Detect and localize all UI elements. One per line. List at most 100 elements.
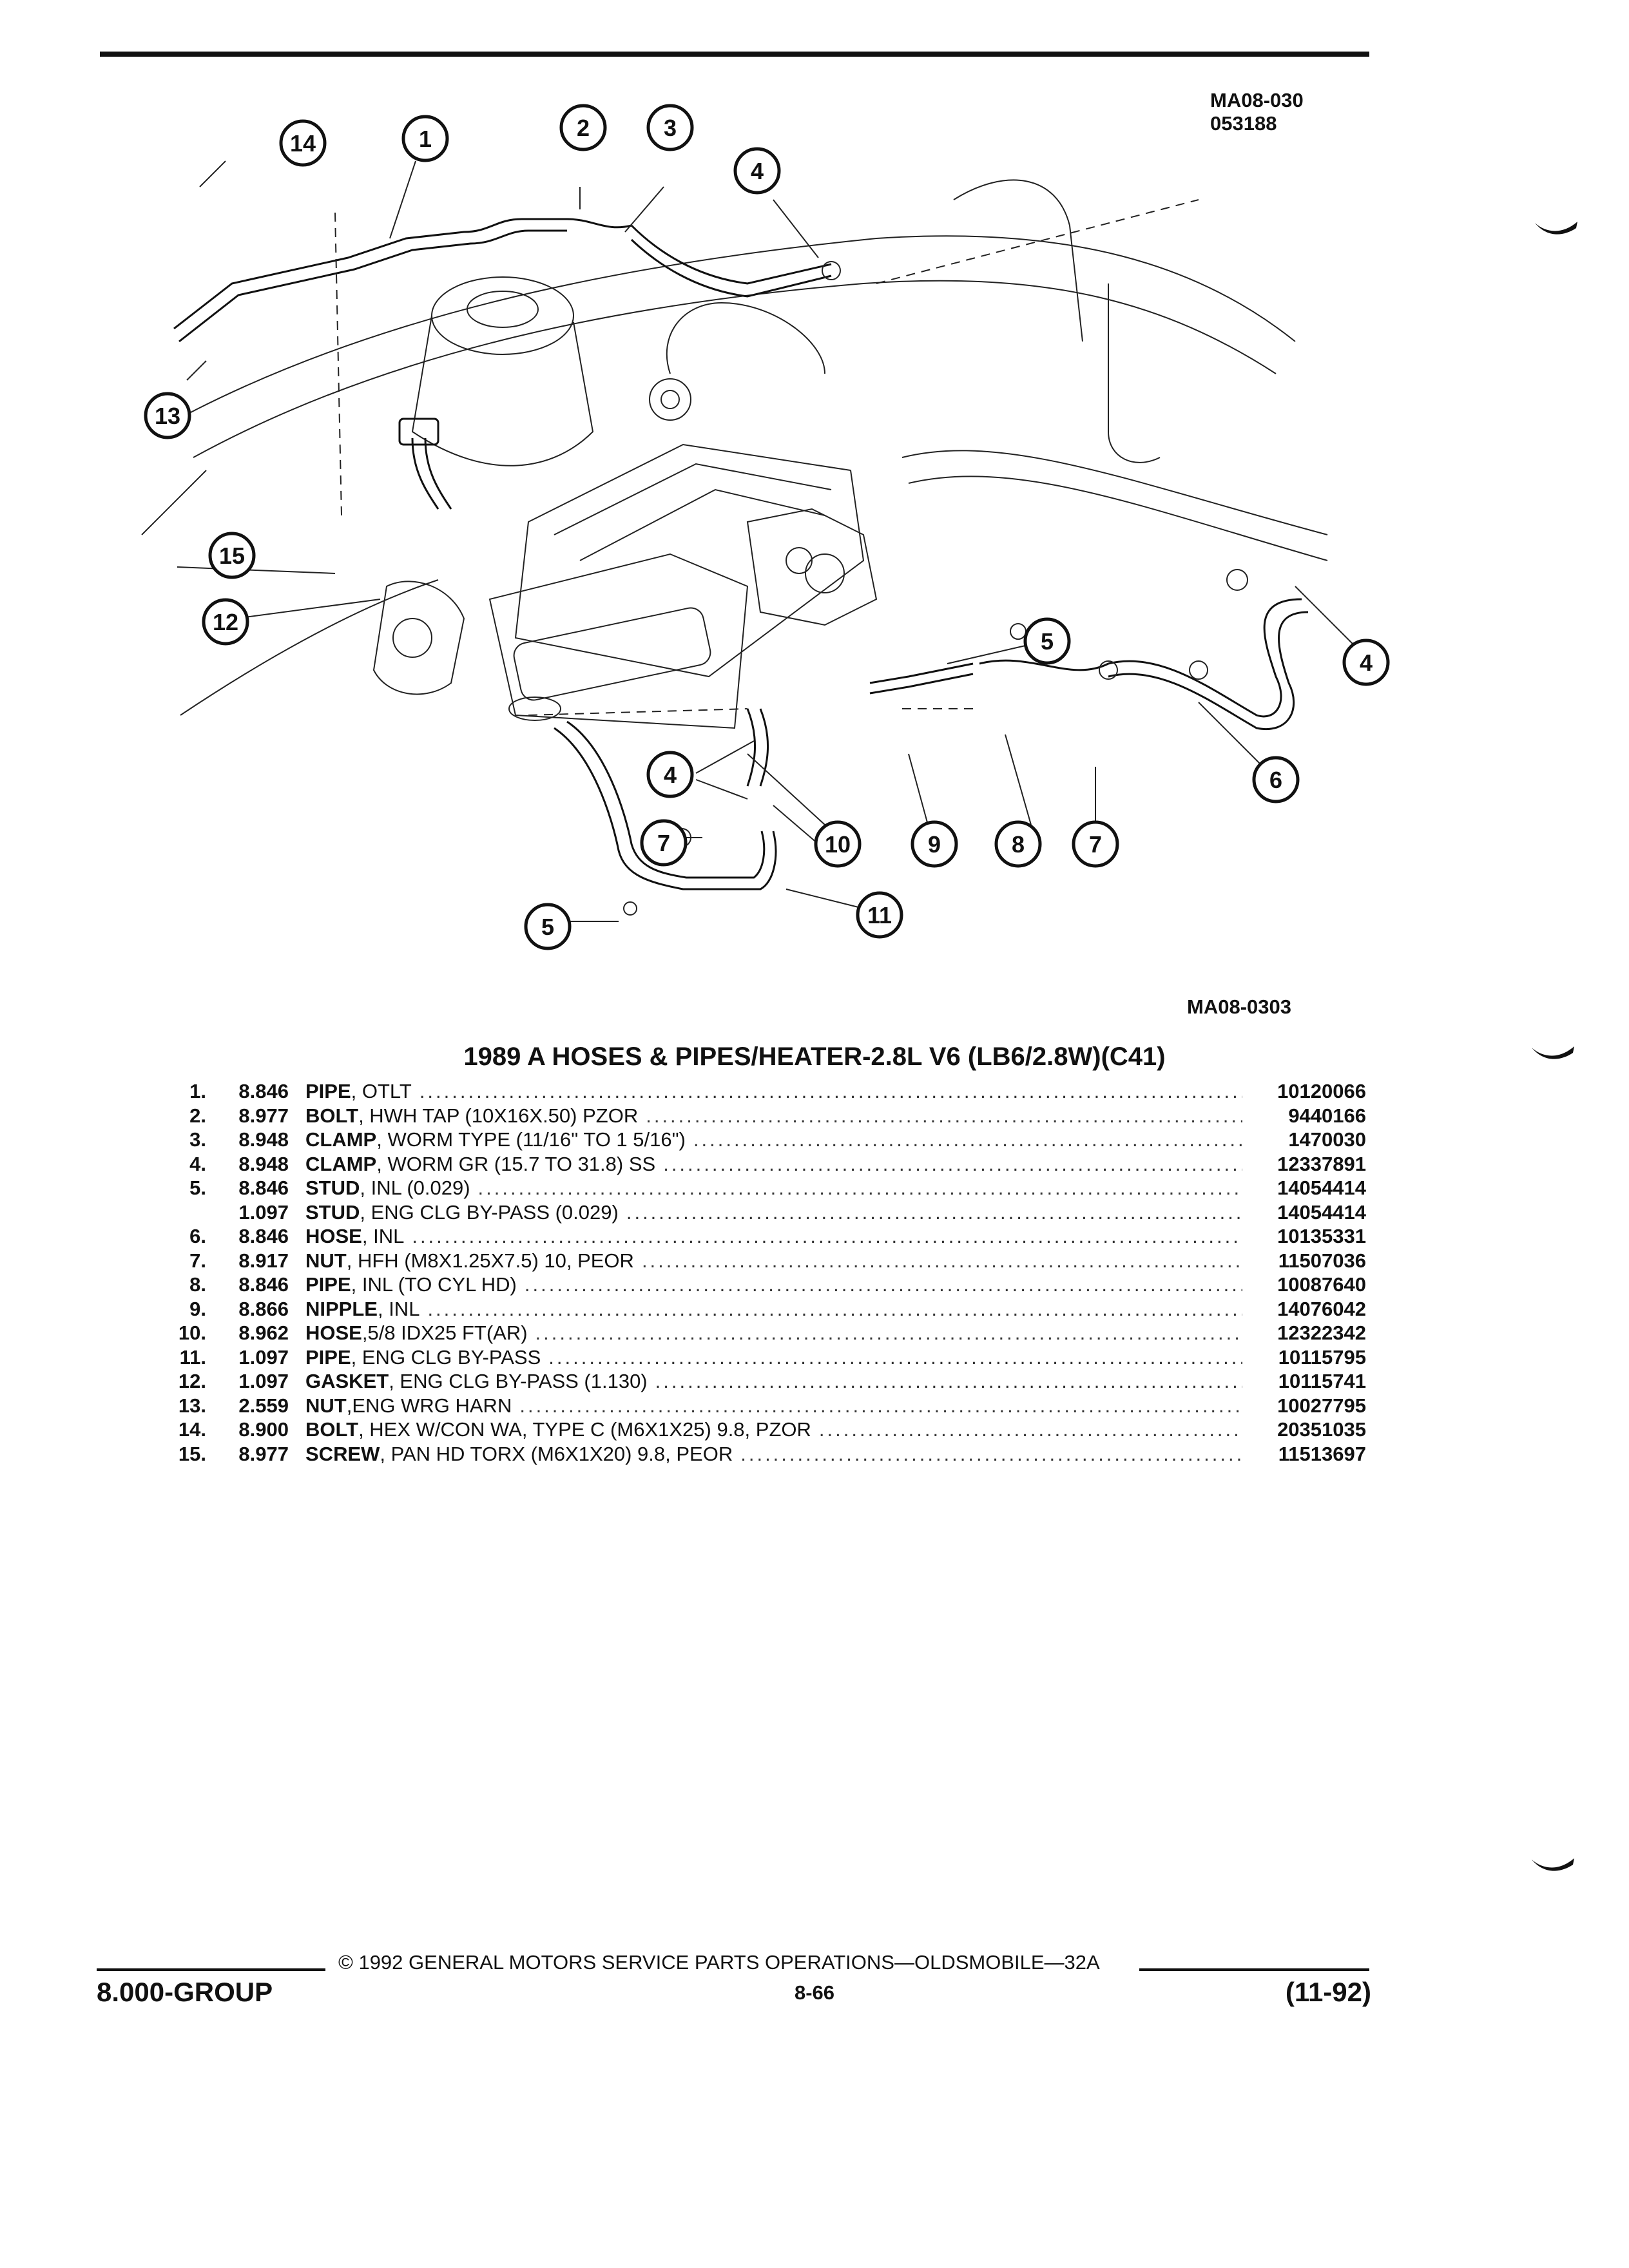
part-description: CLAMP, WORM GR (15.7 TO 31.8) SS........… — [305, 1152, 1250, 1176]
callout-layer: 14 1 2 3 4 13 15 12 5 4 6 4 7 10 9 8 7 1… — [144, 104, 1390, 950]
part-group-code: 8.866 — [238, 1297, 289, 1320]
part-noun: NUT — [305, 1249, 347, 1272]
part-number: 10115741 — [1278, 1370, 1366, 1392]
part-index: 11. — [179, 1345, 206, 1369]
part-group-code: 8.846 — [238, 1080, 289, 1102]
part-index: 14. — [178, 1418, 206, 1441]
part-noun: BOLT — [305, 1104, 359, 1127]
part-detail: , HEX W/CON WA, TYPE C (M6X1X25) 9.8, PZ… — [358, 1418, 811, 1441]
part-description: PIPE, OTLT..............................… — [305, 1079, 1250, 1103]
part-detail: , WORM GR (15.7 TO 31.8) SS — [376, 1152, 656, 1175]
dot-leader: ........................................… — [427, 1297, 1242, 1320]
callout-14-label: 14 — [290, 130, 316, 157]
callout-5-bottom-label: 5 — [541, 914, 554, 940]
part-description: PIPE, ENG CLG BY-PASS...................… — [305, 1345, 1250, 1369]
callout-6: 6 — [1252, 756, 1300, 803]
dot-leader: ........................................… — [626, 1200, 1242, 1224]
part-noun: SCREW — [305, 1442, 380, 1465]
callout-1-label: 1 — [419, 126, 432, 152]
part-noun: CLAMP — [305, 1152, 377, 1175]
figure-code-bottom: MA08-0303 — [1187, 995, 1291, 1018]
dot-leader: ........................................… — [412, 1225, 1242, 1247]
part-detail: , INL (TO CYL HD) — [351, 1273, 517, 1296]
part-noun: NUT — [305, 1394, 347, 1417]
page-title: 1989 A HOSES & PIPES/HEATER-2.8L V6 (LB6… — [463, 1043, 1166, 1071]
part-group-code: 8.977 — [238, 1104, 289, 1127]
footer-rule-right — [1139, 1968, 1369, 1971]
callout-5-mid-label: 5 — [1041, 628, 1054, 655]
callout-7-right: 7 — [1072, 820, 1119, 868]
engine-block — [372, 443, 878, 729]
figure-code-line-2: 053188 — [1210, 112, 1277, 135]
callout-4-right: 4 — [1342, 639, 1390, 686]
footer-date: (11-92) — [1285, 1977, 1371, 2007]
callout-7-mid-label: 7 — [657, 830, 670, 856]
dot-leader: ........................................… — [477, 1177, 1242, 1199]
part-noun: PIPE — [305, 1080, 351, 1102]
part-number: 14054414 — [1277, 1177, 1366, 1199]
callout-3-label: 3 — [664, 115, 677, 141]
dot-leader: ........................................… — [693, 1128, 1242, 1151]
part-group-code: 8.846 — [238, 1225, 289, 1247]
callout-10: 10 — [814, 820, 862, 868]
part-detail: ,ENG WRG HARN — [346, 1394, 512, 1417]
callout-11-label: 11 — [867, 902, 892, 928]
callout-8-label: 8 — [1012, 831, 1025, 858]
footer-group: 8.000-GROUP — [97, 1977, 273, 2007]
part-detail: , ENG CLG BY-PASS (0.029) — [360, 1200, 619, 1224]
dot-leader: ........................................… — [419, 1080, 1242, 1102]
part-description: STUD, INL (0.029).......................… — [305, 1176, 1250, 1200]
part-number: 12322342 — [1277, 1321, 1366, 1344]
figure-code-line-1: MA08-030 — [1210, 89, 1304, 111]
callout-15: 15 — [208, 532, 256, 579]
part-noun: HOSE — [305, 1321, 362, 1344]
part-group-code: 8.846 — [238, 1177, 289, 1199]
part-noun: HOSE — [305, 1225, 362, 1247]
callout-2-label: 2 — [577, 115, 590, 141]
part-number: 1470030 — [1288, 1128, 1366, 1151]
exploded-parts-diagram — [141, 160, 1354, 922]
figure-code-top: MA08-030 053188 — [1210, 89, 1304, 135]
footer-page-number: 8-66 — [794, 1981, 835, 2004]
part-description: NIPPLE, INL.............................… — [305, 1297, 1250, 1321]
part-index: 7. — [189, 1249, 206, 1272]
leader-lines — [177, 160, 1354, 922]
callout-1: 1 — [401, 115, 449, 162]
part-noun: GASKET — [305, 1370, 389, 1392]
part-index: 6. — [189, 1225, 206, 1247]
part-index: 2. — [189, 1104, 206, 1127]
part-group-code: 8.962 — [238, 1321, 289, 1344]
callout-12-label: 12 — [213, 609, 238, 635]
callout-7-mid: 7 — [640, 819, 688, 867]
part-index: 5. — [189, 1177, 206, 1199]
part-description: SCREW, PAN HD TORX (M6X1X20) 9.8, PEOR..… — [305, 1442, 1250, 1466]
footer-copyright: © 1992 GENERAL MOTORS SERVICE PARTS OPER… — [338, 1951, 1100, 1974]
part-noun: STUD — [305, 1177, 360, 1199]
part-noun: PIPE — [305, 1273, 351, 1296]
part-index: 13. — [178, 1394, 206, 1417]
part-number: 14054414 — [1277, 1200, 1366, 1224]
part-description: PIPE, INL (TO CYL HD)...................… — [305, 1273, 1250, 1296]
part-detail: , INL (0.029) — [360, 1177, 470, 1199]
part-number: 10115795 — [1278, 1345, 1366, 1369]
part-description: CLAMP, WORM TYPE (11/16" TO 1 5/16")....… — [305, 1128, 1250, 1151]
parts-row: 14. 8.900 BOLT, HEX W/CON WA, TYPE C (M6X1… — [148, 1418, 1366, 1442]
part-detail: , INL — [377, 1297, 420, 1320]
part-detail: , ENG CLG BY-PASS (1.130) — [389, 1370, 648, 1392]
part-description: GASKET, ENG CLG BY-PASS (1.130).........… — [305, 1369, 1250, 1393]
callout-4-top: 4 — [733, 147, 781, 195]
part-index: 15. — [178, 1442, 206, 1465]
part-number: 11513697 — [1278, 1442, 1366, 1465]
callout-4-top-label: 4 — [751, 158, 764, 184]
part-noun: BOLT — [305, 1418, 359, 1441]
part-group-code: 1.097 — [238, 1200, 289, 1224]
part-number: 20351035 — [1277, 1418, 1366, 1441]
part-group-code: 8.900 — [238, 1418, 289, 1441]
